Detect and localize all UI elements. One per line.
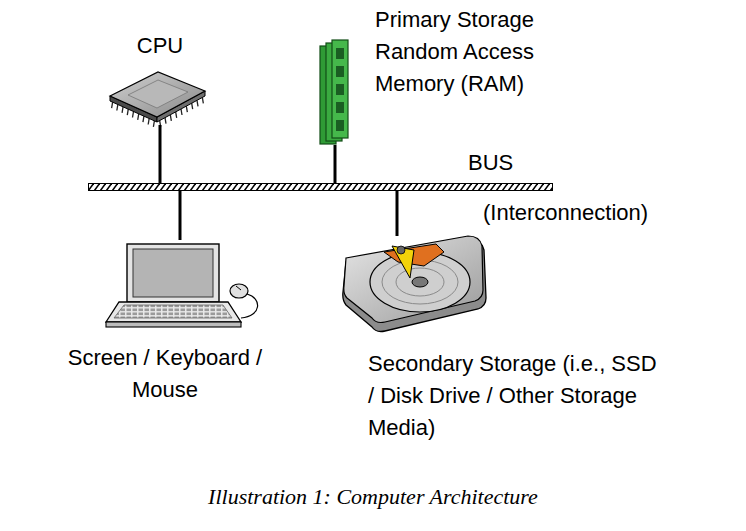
ram-module-icon [320, 40, 348, 144]
bus-bar [88, 183, 553, 191]
bus-label: BUS [468, 147, 538, 179]
component-label: CPU [100, 30, 220, 62]
text-holder: Secondary Storage (i.e., SSD / Disk Driv… [368, 348, 660, 444]
figure-caption: Illustration 1: Computer Architecture [0, 484, 746, 510]
bus-connector [180, 191, 181, 240]
text-holder: BUS [468, 147, 538, 179]
laptop-icon [106, 244, 258, 327]
text-holder: Screen / Keyboard / Mouse [40, 342, 290, 406]
bus-connector [335, 145, 336, 183]
text-holder: (Interconnection) [483, 197, 683, 229]
ram-component: Primary Storage Random Access Memory (RA… [315, 4, 585, 145]
cpu-chip-icon [110, 72, 205, 127]
component-label: Secondary Storage (i.e., SSD / Disk Driv… [368, 348, 660, 444]
text-holder: Primary Storage Random Access Memory (RA… [375, 4, 580, 100]
bus-band: BUS(Interconnection) [88, 183, 553, 191]
component-label: Primary Storage Random Access Memory (RA… [375, 4, 580, 100]
io-component: Screen / Keyboard / Mouse [40, 240, 290, 415]
text-holder: CPU [100, 30, 220, 62]
disk-drive-icon [343, 236, 486, 332]
storage-component: Secondary Storage (i.e., SSD / Disk Driv… [340, 236, 660, 450]
bus-connector [160, 125, 161, 183]
component-label: Screen / Keyboard / Mouse [40, 342, 290, 406]
cpu-component: CPU [100, 30, 220, 125]
bus-connector [397, 191, 398, 236]
bus-sublabel: (Interconnection) [483, 197, 683, 229]
caption-holder: Illustration 1: Computer Architecture [0, 484, 746, 510]
